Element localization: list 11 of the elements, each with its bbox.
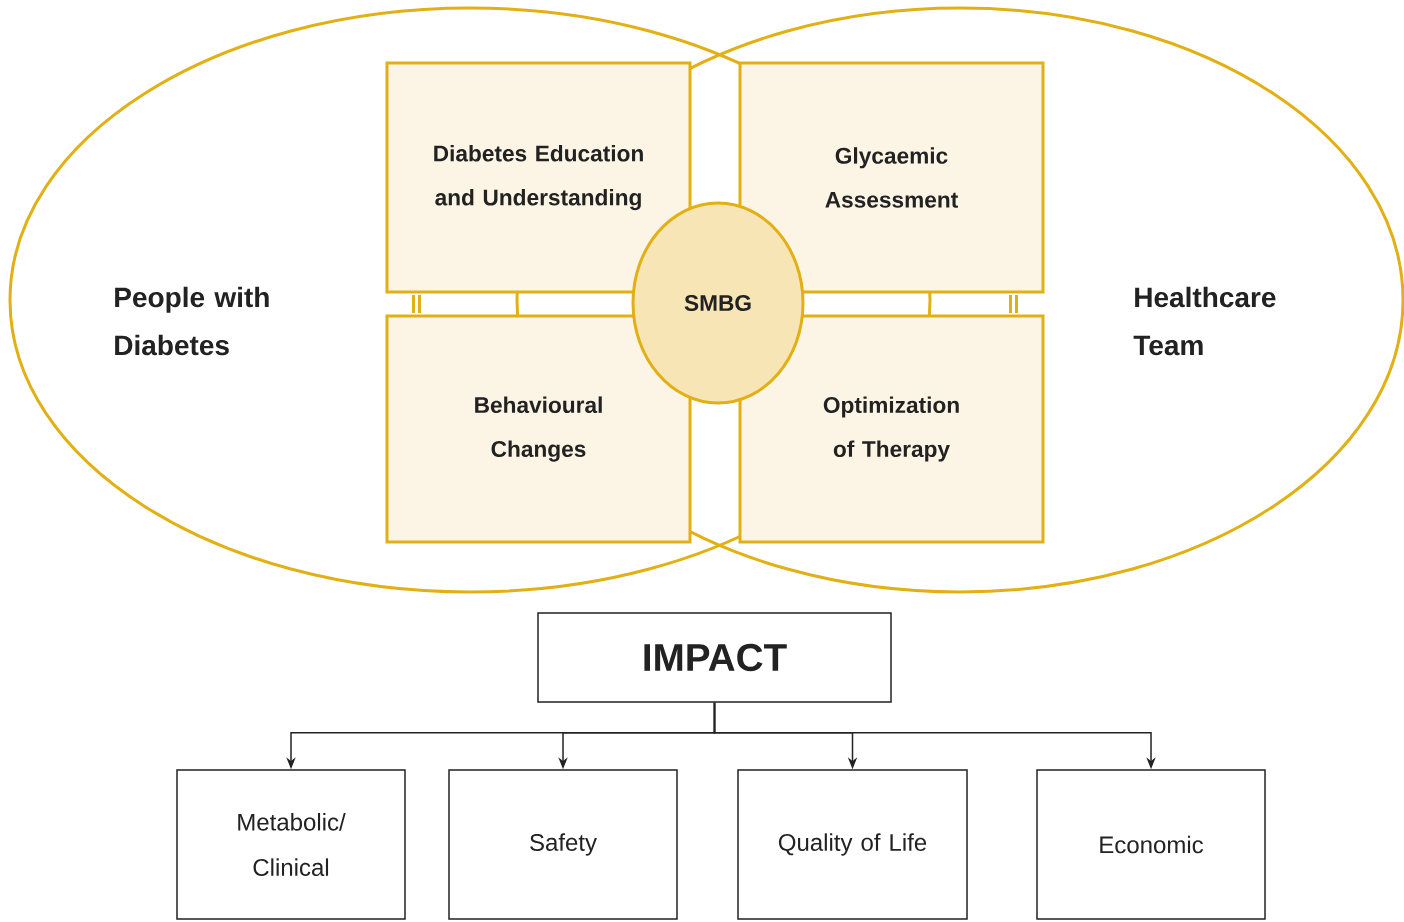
connector <box>412 295 421 313</box>
text-box: Optimization of Therapy <box>738 314 1045 544</box>
category-box: Economic <box>1036 769 1266 920</box>
heading-box: IMPACT <box>537 612 892 703</box>
text-box: Diabetes Education and Understanding <box>385 61 692 294</box>
category-box: Safety <box>448 769 678 920</box>
text-box: Behavioural Changes <box>385 314 692 544</box>
text-box: Glycaemic Assessment <box>738 61 1045 294</box>
category-box: Quality of Life <box>737 769 968 920</box>
connector <box>1009 295 1018 313</box>
category-box: Metabolic/ Clinical <box>176 769 406 920</box>
